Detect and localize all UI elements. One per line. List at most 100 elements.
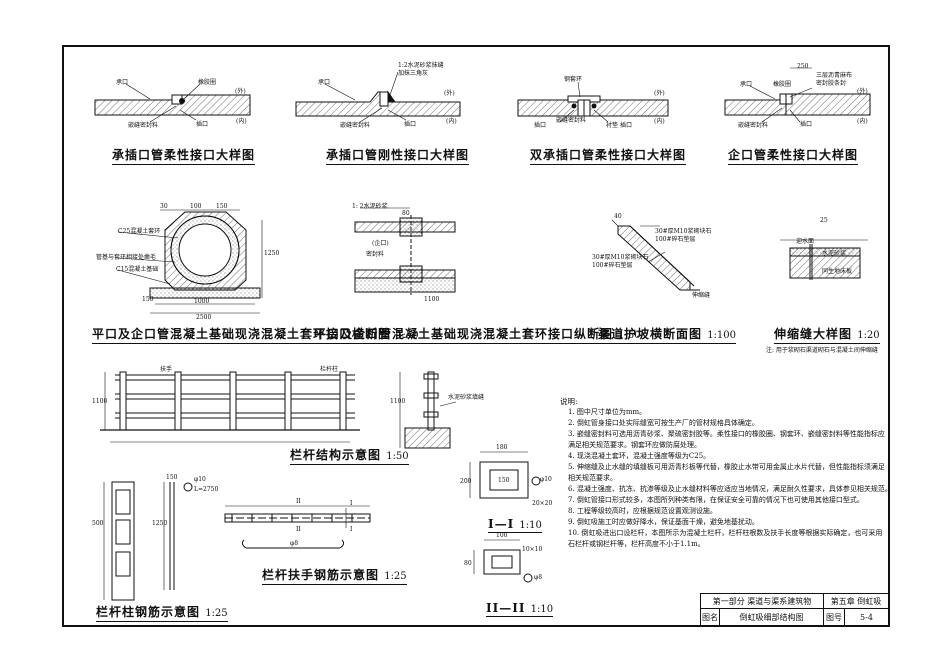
label-grid-20: 20×20 bbox=[532, 500, 553, 507]
label-post: 栏杆柱 bbox=[320, 366, 339, 373]
caption-handrail-rebar-scale: 1:25 bbox=[384, 571, 407, 582]
label-inner-4: (内) bbox=[857, 118, 868, 125]
note-5b: 相关规范要求。 bbox=[568, 474, 617, 482]
detail-socket-flexible-joint bbox=[94, 83, 251, 123]
detail-railing-elevation bbox=[100, 371, 360, 443]
label-spigot-4: 插口 bbox=[800, 121, 813, 128]
label-rubber-ring-4: 橡胶圈 bbox=[773, 81, 792, 88]
label-gravel-1: 100#碎石垫层 bbox=[655, 236, 696, 243]
label-phi10-s: φ10 bbox=[540, 476, 552, 483]
caption-expansion-joint-text: 伸缩缝大样图 bbox=[774, 327, 853, 341]
label-spigot-2: 插口 bbox=[404, 121, 417, 128]
notes-heading: 说明: bbox=[560, 397, 578, 406]
label-dim-500: 500 bbox=[92, 520, 104, 527]
caption-longitudinal-text: 平口及企口管混凝土基础现浇混凝土套环接口纵断图 bbox=[314, 327, 614, 341]
caption-section-2-scale: 1:10 bbox=[530, 604, 554, 615]
label-asphalt-cloth: 三层沥青麻布 bbox=[816, 72, 853, 79]
drawing-frame bbox=[62, 45, 890, 627]
note-6: 6. 混凝土强度、抗冻、抗渗等级及止水缝材料等应适应当地情况，满足耐久性要求，具… bbox=[568, 485, 892, 493]
label-dim-1000: 1000 bbox=[194, 298, 210, 305]
label-grid-10: 10×10 bbox=[522, 546, 543, 553]
label-mortar-8: 水泥砂浆 bbox=[822, 250, 847, 257]
label-dim-1100-r: 1100 bbox=[92, 398, 108, 405]
detail-longitudinal-section bbox=[354, 207, 456, 295]
label-outer-3: (外) bbox=[654, 90, 665, 97]
detail-spigot-joint bbox=[724, 67, 871, 123]
label-l2750: L=2750 bbox=[194, 486, 219, 493]
label-sealant-1: 嵌缝密封料 bbox=[128, 122, 159, 129]
label-dim-2500: 2500 bbox=[196, 314, 212, 321]
label-phi10-a: φ10 bbox=[194, 476, 206, 483]
label-dim-150-p: 150 bbox=[166, 474, 178, 481]
detail-handrail-rebar bbox=[224, 505, 371, 549]
detail-section-2 bbox=[473, 539, 533, 583]
caption-socket-rigid: 承插口管刚性接口大样图 bbox=[326, 146, 470, 165]
label-roughen: 管基与套环相接处凿毛 bbox=[96, 254, 157, 261]
detail-post-rebar bbox=[103, 481, 193, 601]
label-cut-2-top: II bbox=[296, 498, 301, 505]
caption-handrail-rebar-text: 栏杆扶手钢筋示意图 bbox=[262, 568, 380, 582]
label-socket-2: 承口 bbox=[318, 79, 331, 86]
label-dim-150-s: 150 bbox=[498, 477, 510, 484]
note-9: 9. 倒虹吸施工时应做好降水，保证基面干燥，避免地基扰动。 bbox=[568, 518, 759, 526]
label-dim-150: 150 bbox=[216, 203, 228, 210]
note-7: 7. 倒虹管接口形式较多，本图所列种类有限，在保证安全可靠的情况下也可使用其他接… bbox=[568, 496, 864, 504]
title-block-chapter: 第五章 倒虹吸 bbox=[823, 593, 889, 609]
label-dim-1250: 1250 bbox=[264, 250, 280, 257]
label-spigot-1: 插口 bbox=[196, 121, 209, 128]
label-dim-100: 100 bbox=[496, 532, 508, 539]
detail-socket-rigid-joint bbox=[295, 71, 461, 123]
label-gasket: 衬垫 bbox=[606, 122, 619, 129]
caption-section-1-scale: 1:10 bbox=[519, 520, 542, 531]
detail-double-socket-joint bbox=[517, 81, 669, 123]
note-2: 2. 倒虹管身接口处实际缝宽可按生产厂的管材规格具体确定。 bbox=[568, 419, 759, 427]
detail-cross-section bbox=[117, 209, 263, 314]
caption-cross-section-text: 平口及企口管混凝土基础现浇混凝土套环接口横断图 bbox=[92, 327, 392, 341]
detail-expansion-joint bbox=[780, 239, 868, 280]
label-seal-strip: 密封胶条封 bbox=[816, 80, 847, 87]
caption-canal-slope: 渠道护坡横断面图 1:100 bbox=[598, 325, 737, 344]
label-c15-base: C15混凝土基础 bbox=[116, 266, 159, 273]
label-dim-25: 25 bbox=[820, 217, 828, 224]
title-block-no: 5-4 bbox=[844, 608, 889, 626]
label-inner-3: (内) bbox=[654, 118, 665, 125]
detail-canal-slope bbox=[611, 219, 700, 291]
note-10b: 石栏杆或钢栏杆等，栏杆高度不小于1.1m。 bbox=[568, 540, 705, 548]
caption-handrail-rebar: 栏杆扶手钢筋示意图 1:25 bbox=[262, 566, 407, 585]
label-cut-2-bottom: II bbox=[296, 526, 301, 533]
label-c25-collar: C25混凝土套环 bbox=[118, 228, 161, 235]
caption-post-rebar: 栏杆柱钢筋示意图 1:25 bbox=[96, 603, 228, 622]
label-handrail: 扶手 bbox=[160, 366, 173, 373]
label-inner-2: (内) bbox=[446, 118, 457, 125]
label-socket-4: 承口 bbox=[740, 81, 753, 88]
caption-longitudinal-scale: 1:50 bbox=[618, 330, 641, 341]
label-outer-1: (外) bbox=[235, 88, 246, 95]
label-joint-7: 伸缩缝 bbox=[692, 292, 711, 299]
label-dim-80-s: 80 bbox=[464, 560, 472, 567]
detail-section-1 bbox=[469, 451, 541, 499]
label-sealant-3: 嵌缝密封料 bbox=[556, 117, 587, 124]
label-dim-30: 30 bbox=[160, 203, 168, 210]
label-dim-1250-p: 1250 bbox=[152, 520, 168, 527]
note-8: 8. 工程等级较高时，应根据规范设置观测设施。 bbox=[568, 507, 717, 515]
label-steel-collar: 钢套环 bbox=[564, 76, 583, 83]
caption-socket-flexible: 承插口管柔性接口大样图 bbox=[112, 146, 256, 165]
label-mortar-6: 1: 2水泥砂浆 bbox=[352, 203, 388, 210]
caption-section-1: I—I 1:10 bbox=[488, 517, 542, 533]
label-dim-150b: 150 bbox=[142, 296, 154, 303]
label-dim-80: 80 bbox=[402, 210, 410, 217]
caption-cross-section-scale: 1:50 bbox=[396, 330, 419, 341]
label-water-face: 迎水面 bbox=[796, 238, 815, 245]
caption-spigot: 企口管柔性接口大样图 bbox=[728, 146, 859, 165]
caption-canal-slope-text: 渠道护坡横断面图 bbox=[598, 327, 703, 341]
label-phi8: φ8 bbox=[290, 540, 299, 547]
label-dim-40: 40 bbox=[614, 213, 622, 220]
label-rubber-ring: 橡胶圈 bbox=[198, 79, 217, 86]
caption-railing-scale: 1:50 bbox=[386, 451, 409, 462]
caption-railing-text: 栏杆结构示意图 bbox=[290, 448, 382, 462]
label-spigot-type: (企口) bbox=[372, 240, 389, 247]
caption-canal-slope-scale: 1:100 bbox=[707, 330, 737, 341]
caption-double-socket: 双承插口管柔性接口大样图 bbox=[530, 146, 687, 165]
label-base-plate: 同生地床板 bbox=[822, 268, 853, 275]
